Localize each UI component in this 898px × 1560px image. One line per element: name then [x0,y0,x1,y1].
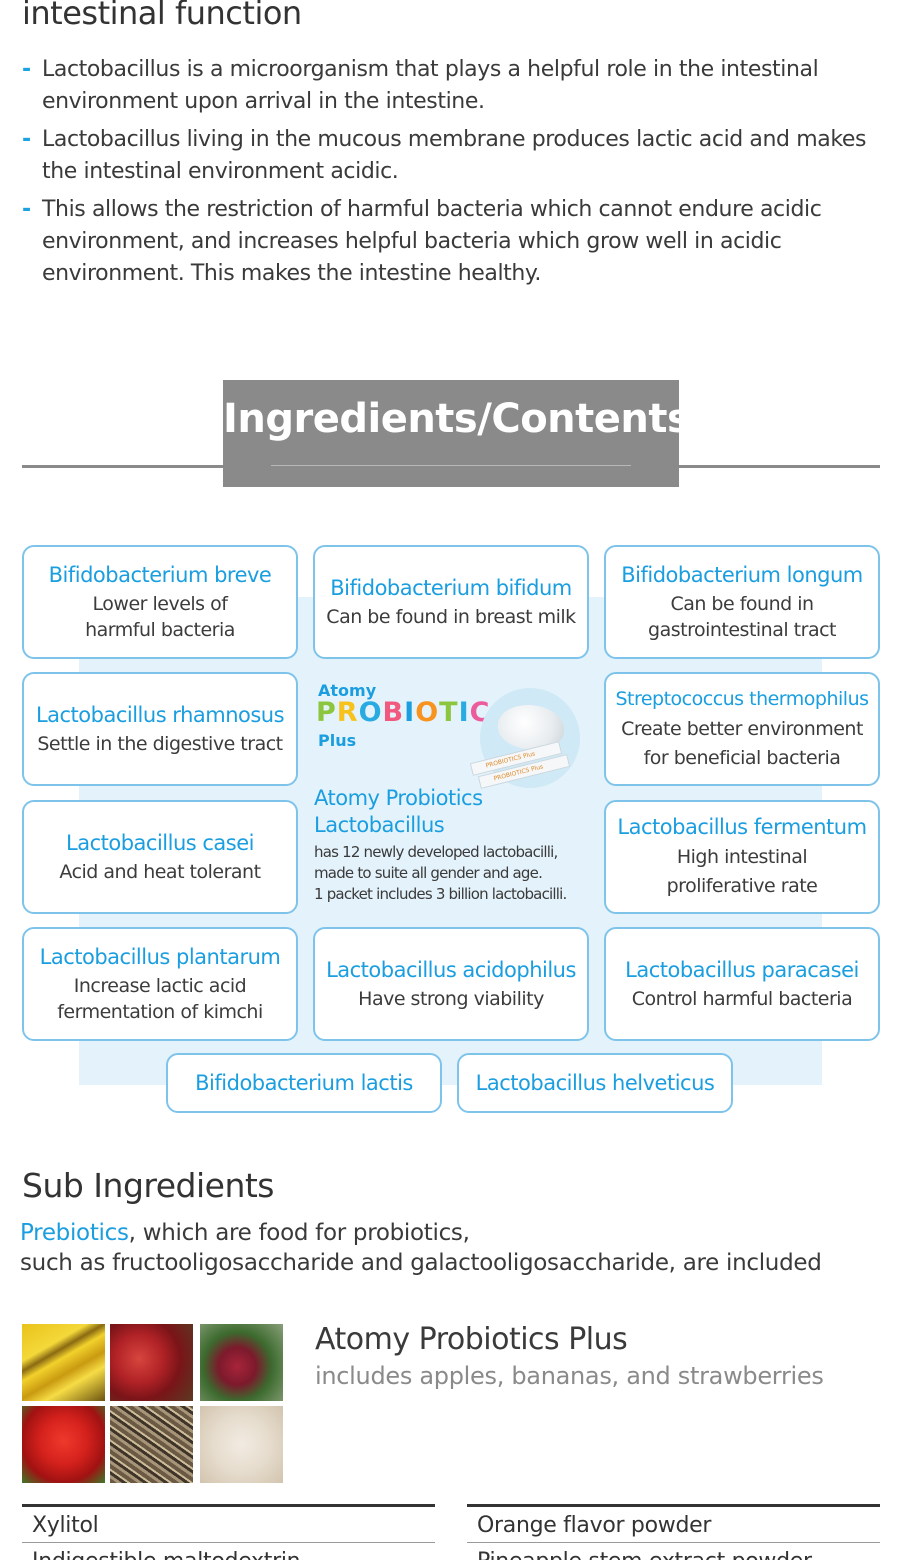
ingredient-photo-grid [22,1324,285,1484]
ingredient-desc: Create better environment for beneficial… [621,718,863,769]
banner-title: Ingredients/Contents [223,396,691,442]
intro-bullet: -Lactobacillus living in the mucous memb… [22,124,882,188]
logo-letter: P [316,697,337,728]
ingredient-desc: Control harmful bacteria [631,988,853,1010]
bullet-text: Lactobacillus is a microorganism that pl… [42,57,819,114]
sub-ingredient-table-right: Orange flavor powder Pineapple stem extr… [467,1504,880,1560]
bullet-dash: - [22,127,31,152]
ingredient-desc: Increase lactic acid fermentation of kim… [57,975,263,1023]
ingredient-card-lactobacillus-helveticus: Lactobacillus helveticus [457,1053,733,1113]
ingredient-name: Lactobacillus acidophilus [326,958,576,982]
ingredient-card-lactobacillus-fermentum: Lactobacillus fermentum High intestinal … [604,800,880,914]
ingredient-desc: Settle in the digestive tract [37,733,283,755]
probiotics-plus-subtitle: includes apples, bananas, and strawberri… [315,1362,824,1390]
ingredient-name: Lactobacillus rhamnosus [35,703,285,727]
ingredient-card-streptococcus-thermophilus: Streptococcus thermophilus Create better… [604,672,880,786]
sub-ingredient-table-left: Xylitol Indigestible maltodextrin [22,1504,435,1560]
bullet-dash: - [22,197,31,222]
bullet-text: Lactobacillus living in the mucous membr… [42,127,867,184]
table-row: Pineapple stem extract powder [467,1543,880,1560]
logo-plus-text: Plus [318,731,357,750]
logo-letter: B [382,697,405,728]
center-product-desc: has 12 newly developed lactobacilli, mad… [314,842,604,905]
bullet-text: This allows the restriction of harmful b… [42,197,822,286]
ingredient-card-bifidobacterium-breve: Bifidobacterium breve Lower levels of ha… [22,545,298,659]
center-product-title: Atomy Probiotics Lactobacillus [314,786,483,837]
sub-text-line1: , which are food for probiotics, [128,1220,470,1246]
ingredient-name: Streptococcus thermophilus [615,688,869,710]
apple-photo [110,1324,193,1401]
center-desc-line: has 12 newly developed lactobacilli, [314,843,558,861]
section-heading-intestinal-function: intestinal function [22,0,302,32]
banana-photo [22,1324,105,1401]
ingredient-name: Lactobacillus fermentum [617,815,867,839]
berry-photo [200,1324,283,1401]
grain-seeds-photo [110,1406,193,1483]
ingredient-name: Bifidobacterium lactis [195,1071,413,1095]
ingredient-desc: Lower levels of harmful bacteria [85,593,235,641]
ingredient-desc: Acid and heat tolerant [59,861,261,883]
ingredient-card-lactobacillus-rhamnosus: Lactobacillus rhamnosus Settle in the di… [22,672,298,786]
bullet-dash: - [22,57,31,82]
center-desc-line: made to suite all gender and age. [314,864,543,882]
intro-bullet-list: -Lactobacillus is a microorganism that p… [22,54,882,296]
ingredient-desc: High intestinal proliferative rate [666,846,818,897]
ingredient-card-bifidobacterium-bifidum: Bifidobacterium bifidum Can be found in … [313,545,589,659]
ingredient-card-bifidobacterium-longum: Bifidobacterium longum Can be found in g… [604,545,880,659]
ingredient-card-lactobacillus-casei: Lactobacillus casei Acid and heat tolera… [22,800,298,914]
probiotics-plus-title: Atomy Probiotics Plus [315,1322,628,1357]
table-row: Indigestible maltodextrin [22,1543,435,1560]
intro-bullet: -This allows the restriction of harmful … [22,194,882,290]
ingredient-name: Bifidobacterium bifidum [330,576,572,600]
ingredient-desc: Have strong viability [358,988,544,1010]
prebiotics-highlight: Prebiotics [20,1220,129,1246]
intro-bullet: -Lactobacillus is a microorganism that p… [22,54,882,118]
ingredient-name: Lactobacillus plantarum [39,945,281,969]
strawberry-photo [22,1406,105,1483]
ingredient-name: Lactobacillus paracasei [625,958,859,982]
sub-text-line2: such as fructooligosaccharide and galact… [20,1250,822,1276]
table-row: Orange flavor powder [467,1507,880,1543]
ingredients-banner: Ingredients/Contents [223,380,691,487]
ingredient-desc: Can be found in breast milk [326,606,576,628]
logo-letter: I [458,697,470,728]
logo-letter: T [439,697,459,728]
banner-underline [271,465,631,466]
logo-letter: O [415,697,440,728]
logo-letter: O [358,697,383,728]
ingredient-desc: Can be found in gastrointestinal tract [648,593,836,641]
logo-letter: I [404,697,416,728]
ingredient-card-lactobacillus-plantarum: Lactobacillus plantarum Increase lactic … [22,927,298,1041]
ingredient-name: Bifidobacterium longum [621,563,863,587]
logo-letter: R [336,697,359,728]
ingredient-name: Lactobacillus casei [66,831,254,855]
ingredient-name: Lactobacillus helveticus [475,1071,715,1095]
table-row: Xylitol [22,1507,435,1543]
sub-ingredients-title: Sub Ingredients [22,1166,275,1205]
center-desc-line: 1 packet includes 3 billion lactobacilli… [314,885,567,903]
ingredient-card-bifidobacterium-lactis: Bifidobacterium lactis [166,1053,442,1113]
white-powder-photo [200,1406,283,1483]
ingredient-card-lactobacillus-acidophilus: Lactobacillus acidophilus Have strong vi… [313,927,589,1041]
ingredient-card-lactobacillus-paracasei: Lactobacillus paracasei Control harmful … [604,927,880,1041]
ingredient-name: Bifidobacterium breve [48,563,272,587]
logo-atomy-text: Atomy [318,681,377,700]
sub-ingredients-text: Prebiotics, which are food for probiotic… [20,1218,822,1278]
